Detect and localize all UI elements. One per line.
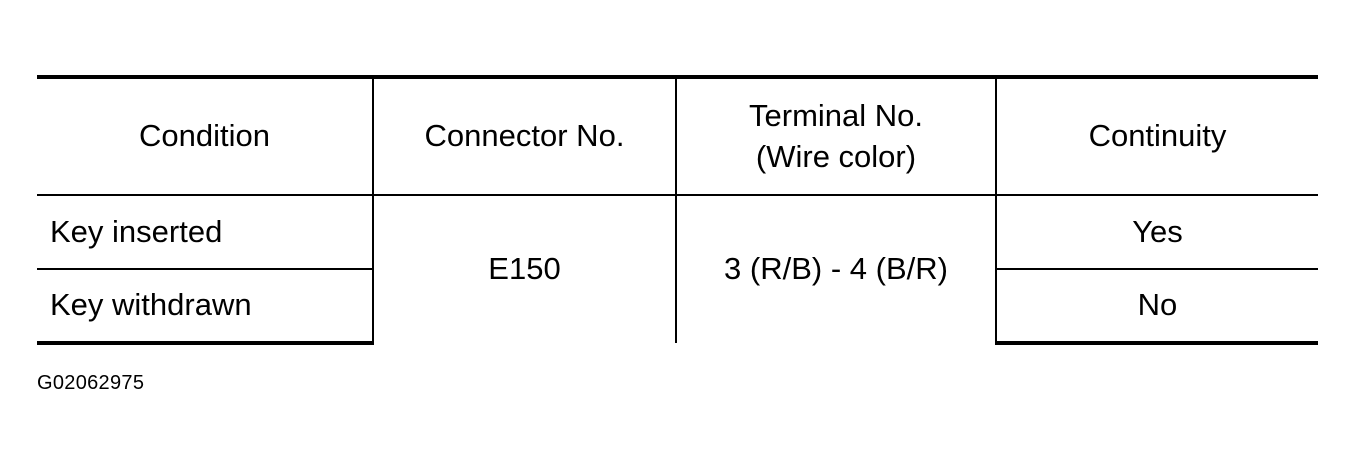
continuity-spec-table: Condition Connector No. Terminal No. (Wi… — [37, 75, 1318, 345]
header-terminal-no: Terminal No. (Wire color) — [675, 77, 997, 196]
terminal-no-cell: 3 (R/B) - 4 (B/R) — [675, 195, 997, 343]
header-terminal-line1: Terminal No. — [749, 98, 923, 134]
continuity-cell: No — [995, 269, 1318, 345]
continuity-cell: Yes — [995, 195, 1318, 270]
header-continuity: Continuity — [995, 77, 1318, 196]
connector-no-cell: E150 — [372, 195, 677, 343]
figure-id: G02062975 — [37, 372, 145, 394]
table-row: Key withdrawn No — [37, 269, 1318, 345]
condition-cell: Key inserted — [37, 195, 374, 270]
condition-cell: Key withdrawn — [37, 269, 374, 345]
header-connector-no: Connector No. — [372, 77, 677, 196]
header-condition: Condition — [37, 77, 374, 196]
header-row: Condition Connector No. Terminal No. (Wi… — [37, 77, 1318, 196]
header-terminal-line2: (Wire color) — [755, 138, 917, 174]
table-row: Key inserted E150 3 (R/B) - 4 (B/R) Yes — [37, 195, 1318, 343]
